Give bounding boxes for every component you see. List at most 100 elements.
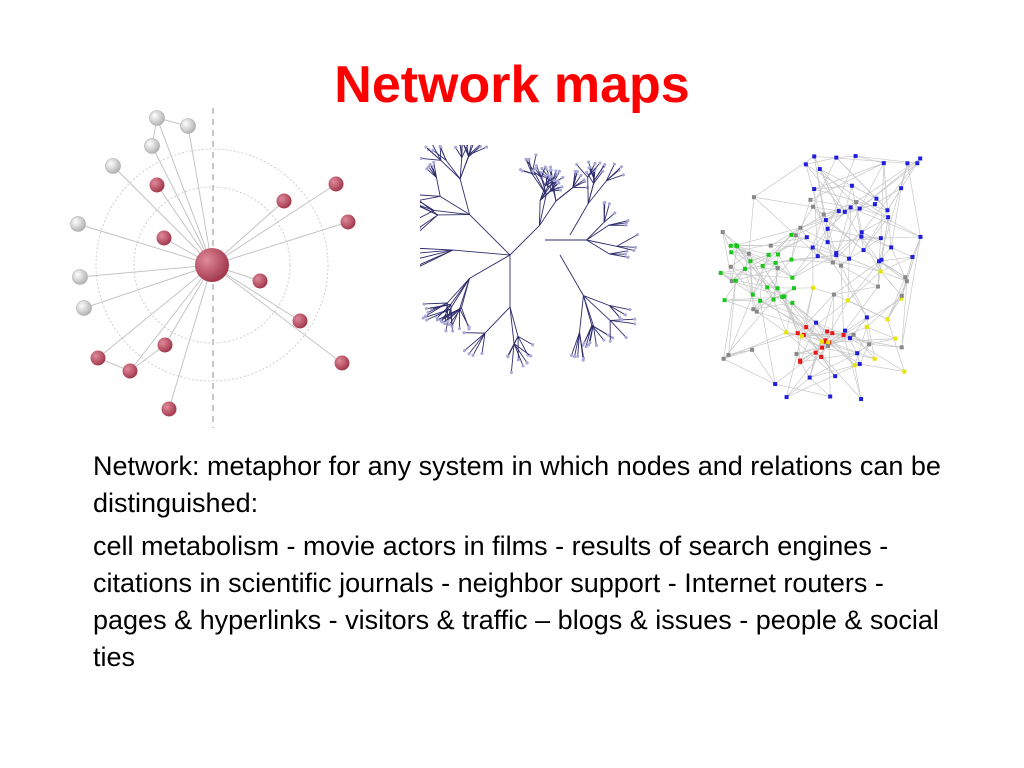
graph-node — [804, 325, 809, 330]
graph-node — [828, 394, 833, 399]
tree-edge — [525, 159, 533, 174]
leaf-node — [602, 338, 606, 342]
tree-edge — [463, 145, 469, 157]
tree-edge — [586, 172, 595, 184]
outer-grey-node — [180, 118, 196, 134]
tree-edge — [593, 170, 596, 184]
graph-node — [826, 340, 831, 345]
graph-edge — [869, 338, 896, 345]
leaf-node — [471, 354, 475, 357]
leaf-node — [548, 175, 552, 179]
graph-edge — [786, 287, 814, 398]
leaf-node — [485, 145, 488, 149]
inner-node — [252, 273, 268, 289]
graph-node — [728, 264, 733, 269]
graph-edge — [784, 296, 799, 334]
tree-edge — [582, 295, 593, 326]
graph-edge — [866, 326, 896, 339]
graph-edge — [756, 288, 778, 312]
tree-edge — [594, 164, 606, 181]
leaf-node — [587, 343, 590, 347]
graph-edge — [827, 241, 850, 259]
outer-node — [90, 350, 106, 366]
graph-edge — [814, 188, 888, 211]
tree-edge — [545, 176, 549, 188]
leaf-node — [540, 166, 544, 170]
tree-edge — [616, 245, 636, 248]
tree-edge — [606, 166, 622, 182]
graph-node — [918, 156, 923, 161]
graph-node — [831, 292, 836, 297]
leaf-node — [611, 336, 615, 340]
outer-node — [340, 214, 356, 230]
graph-node — [872, 356, 877, 361]
graph-edge — [791, 254, 837, 260]
leaf-node — [438, 145, 442, 148]
graph-edge — [777, 267, 793, 278]
outer-grey-node — [76, 300, 92, 316]
tree-edge — [446, 278, 470, 304]
outer-node — [328, 176, 344, 192]
leaf-node — [458, 327, 461, 331]
graph-edge — [773, 268, 779, 300]
tree-edge — [550, 186, 563, 191]
graph-edge — [901, 236, 921, 348]
inner-node — [276, 193, 292, 209]
tree-edge — [423, 308, 451, 319]
graph-edge — [881, 217, 889, 260]
graph-node — [798, 225, 803, 230]
tree-edge — [587, 183, 595, 204]
graph-node — [885, 317, 890, 322]
graph-edge — [803, 334, 822, 342]
graph-edge — [768, 234, 792, 256]
leaf-node — [549, 165, 552, 169]
graph-edge — [809, 377, 831, 397]
edge — [211, 221, 349, 266]
graph-node — [910, 254, 915, 259]
graph-edge — [723, 280, 737, 359]
graph-edge — [786, 363, 860, 398]
tree-edge — [532, 170, 542, 178]
leaf-node — [519, 168, 522, 172]
outer-node — [161, 401, 177, 417]
graph-edge — [813, 156, 825, 215]
graph-edge — [847, 271, 881, 301]
graph-node — [843, 328, 848, 333]
leaf-node — [573, 170, 577, 173]
tree-edge — [603, 212, 616, 223]
graph-edge — [750, 261, 754, 295]
tree-edge — [513, 343, 531, 357]
tree-edge — [420, 265, 421, 267]
leaf-node — [443, 322, 447, 325]
graph-edge — [731, 280, 785, 297]
tree-edge — [472, 332, 486, 356]
graph-edge — [800, 227, 828, 243]
graph-edge — [814, 162, 884, 190]
outer-grey-node — [144, 138, 160, 154]
graph-edge — [762, 234, 792, 267]
tree-edge — [586, 221, 605, 241]
graph-node — [784, 330, 789, 335]
graph-edge — [744, 267, 778, 270]
tree-edge — [441, 304, 452, 323]
tree-edge — [583, 295, 610, 306]
leaf-node — [625, 249, 629, 253]
tree-edge — [468, 145, 472, 155]
leaf-node — [608, 339, 612, 343]
graph-edge — [812, 287, 835, 295]
graph-node — [771, 297, 776, 302]
tree-edge — [572, 171, 576, 188]
graph-node — [839, 263, 844, 268]
graph-edge — [728, 280, 737, 355]
graph-node — [879, 257, 884, 262]
graph-edge — [819, 168, 860, 209]
graph-edge — [777, 254, 793, 278]
graph-edge — [730, 266, 778, 289]
tree-edge — [555, 187, 574, 202]
graph-edge — [748, 197, 755, 254]
graph-node — [743, 266, 748, 271]
leaf-node — [584, 345, 588, 349]
graph-edge — [773, 299, 787, 333]
tree-edge — [522, 170, 536, 176]
tree-edge — [513, 343, 524, 367]
